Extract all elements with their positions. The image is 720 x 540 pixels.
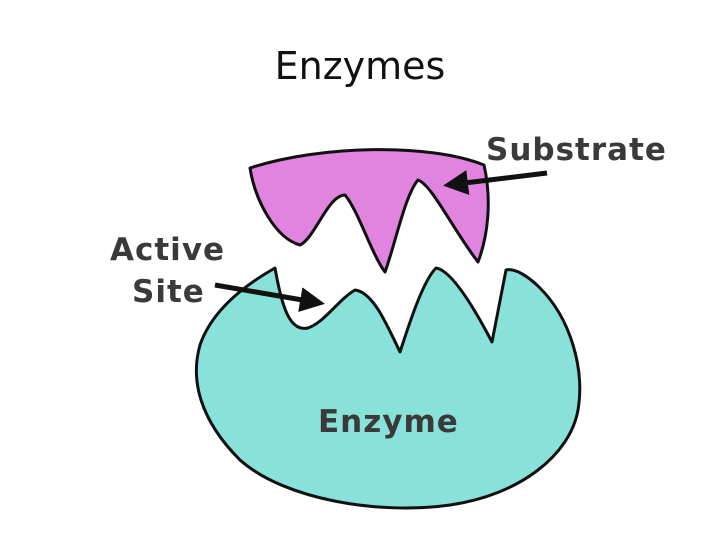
enzyme-shape	[194, 266, 582, 510]
active-site-pointer-arrow	[214, 282, 325, 312]
substrate-label: Substrate	[486, 132, 667, 168]
substrate-shape	[248, 148, 490, 274]
active-site-label-line1: Active	[110, 232, 225, 268]
enzyme-label: Enzyme	[318, 404, 459, 440]
slide-title: Enzymes	[274, 44, 446, 88]
active-site-label-line2: Site	[132, 274, 205, 310]
substrate-pointer-arrow	[443, 170, 548, 196]
